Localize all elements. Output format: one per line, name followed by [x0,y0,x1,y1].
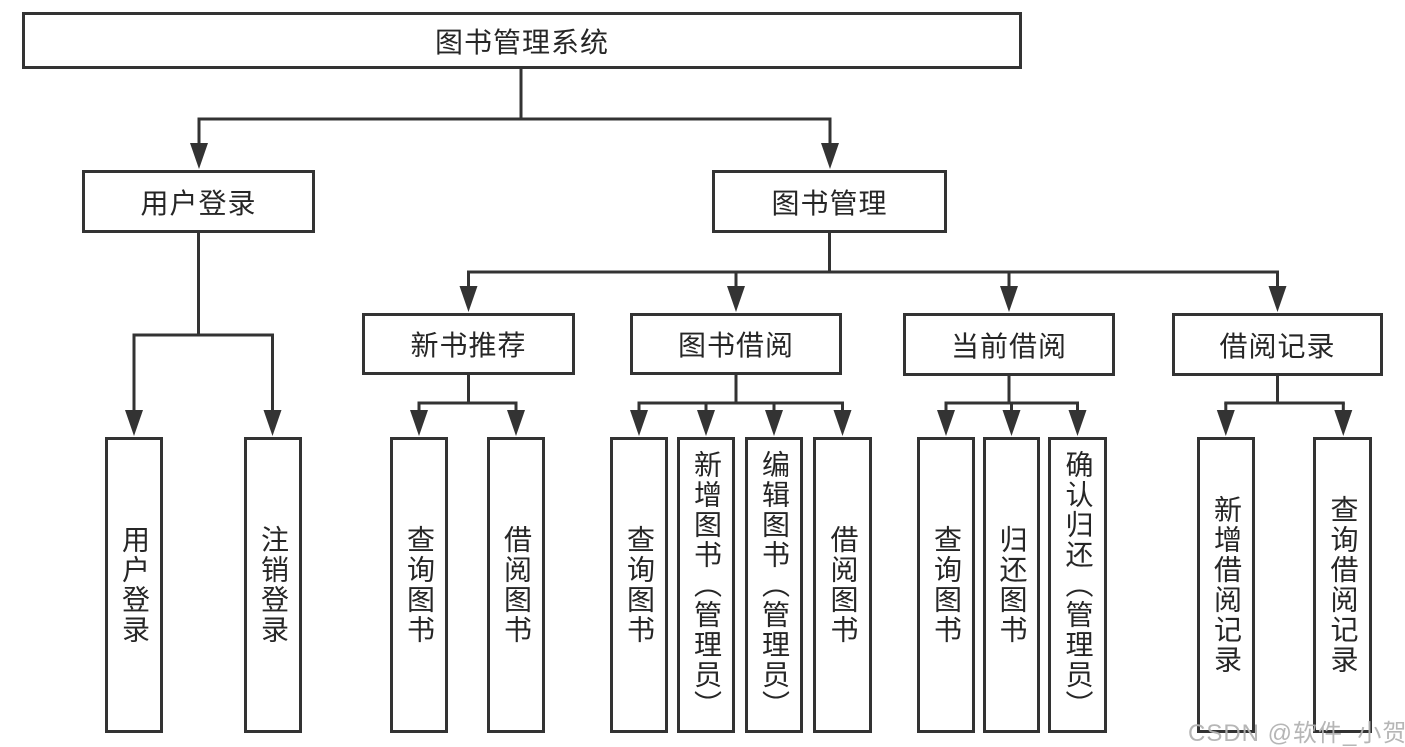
leaf-add-borrow-record: 新增借阅记录 [1197,437,1255,733]
leaf-edit-books-admin: 编辑图书（管理员） [745,437,803,733]
node-book-management: 图书管理 [712,170,947,233]
node-user-login: 用户登录 [82,170,315,233]
node-current-borrowing: 当前借阅 [903,313,1115,376]
connector-bookborrow-to-leaves [630,375,852,436]
leaf-search-books-recommend: 查询图书 [390,437,448,733]
node-library-system: 图书管理系统 [22,12,1022,69]
node-book-borrowing: 图书借阅 [630,313,842,375]
leaf-search-books-current: 查询图书 [917,437,975,733]
leaf-borrow-books-borrowing: 借阅图书 [813,437,872,733]
csdn-watermark: CSDN @软件_小贺同学 [1188,720,1405,747]
leaf-search-borrow-record: 查询借阅记录 [1313,437,1372,733]
leaf-return-books: 归还图书 [983,437,1040,733]
connector-current-to-leaves [937,375,1087,436]
leaf-borrow-books-recommend: 借阅图书 [487,437,545,733]
connector-userlogin-to-leaves [125,233,282,436]
node-borrowing-records: 借阅记录 [1172,313,1383,376]
node-new-book-recommend: 新书推荐 [362,313,575,375]
connector-records-to-leaves [1216,375,1353,436]
connector-root-to-level2 [190,68,839,169]
leaf-user-login: 用户登录 [105,437,163,733]
leaf-search-books-borrowing: 查询图书 [610,437,668,733]
leaf-confirm-return-admin: 确认归还（管理员） [1048,437,1107,733]
connector-bookmgmt-to-level3 [459,233,1287,312]
leaf-add-books-admin: 新增图书（管理员） [677,437,735,733]
connector-newrec-to-leaves [410,375,525,436]
leaf-logout: 注销登录 [244,437,302,733]
